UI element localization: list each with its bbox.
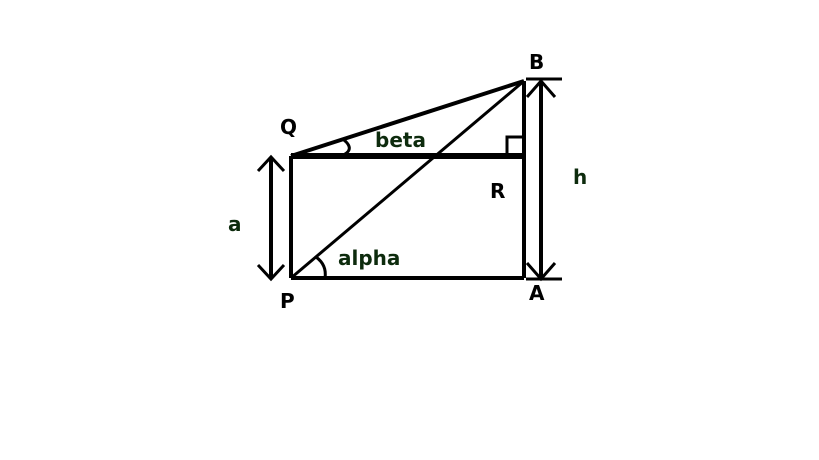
height-h-top-arrowhead bbox=[525, 78, 557, 98]
label-alpha: alpha bbox=[338, 246, 400, 270]
right-angle-marker bbox=[505, 135, 524, 156]
label-a: a bbox=[228, 212, 242, 236]
segment-PB bbox=[290, 79, 525, 280]
label-R: R bbox=[490, 179, 505, 203]
label-P: P bbox=[280, 289, 295, 313]
label-B: B bbox=[529, 50, 544, 74]
height-h-bottom-arrowhead bbox=[525, 262, 557, 282]
length-a-top-arrowhead bbox=[256, 154, 286, 173]
angle-arc-alpha bbox=[315, 255, 327, 279]
label-A: A bbox=[529, 281, 545, 305]
label-beta: beta bbox=[375, 128, 426, 152]
segment-QB bbox=[290, 79, 525, 158]
label-h: h bbox=[573, 165, 587, 189]
angle-arc-beta bbox=[340, 138, 351, 158]
label-Q: Q bbox=[280, 115, 297, 139]
length-a-bottom-arrowhead bbox=[256, 263, 286, 282]
